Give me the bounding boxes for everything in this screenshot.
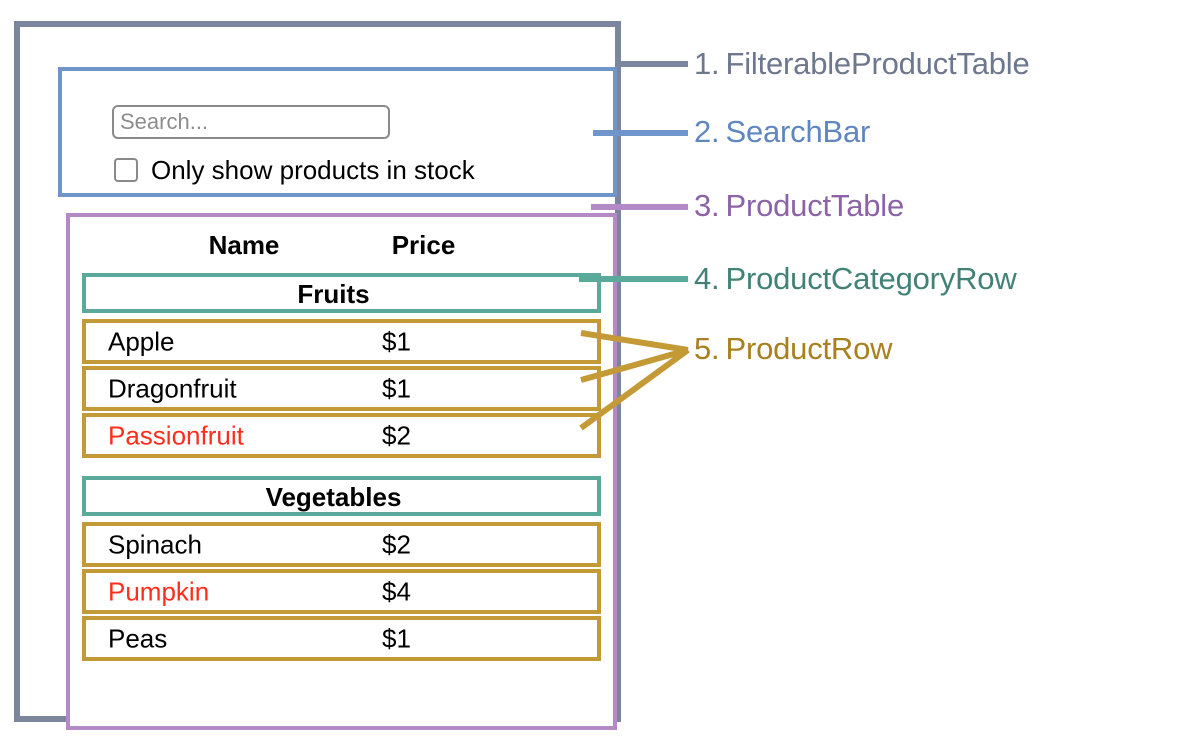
product-price-cell: $1 (382, 373, 411, 403)
legend-label-4: 4.ProductCategoryRow (694, 261, 1017, 297)
column-header-price: Price (391, 229, 456, 260)
product-name-cell: Dragonfruit (108, 373, 237, 403)
product-row: Pumpkin $4 (82, 569, 601, 614)
legend-number-4: 4. (694, 261, 720, 296)
legend-text-1: FilterableProductTable (725, 46, 1030, 81)
only-in-stock-checkbox[interactable] (114, 158, 138, 182)
product-row: Dragonfruit $1 (82, 366, 601, 411)
legend-label-1: 1.FilterableProductTable (694, 46, 1030, 82)
product-row: Passionfruit $2 (82, 413, 601, 458)
product-price-cell: $2 (382, 529, 411, 559)
product-row: Peas $1 (82, 616, 601, 661)
legend-text-3: ProductTable (725, 188, 905, 223)
product-table-header-row: Name Price (70, 225, 613, 265)
product-name-cell: Passionfruit (108, 420, 244, 450)
legend-text-5: ProductRow (725, 331, 893, 366)
group-spacer (82, 460, 601, 476)
product-category-row: Vegetables (82, 476, 601, 516)
column-header-name: Name (208, 229, 280, 260)
only-in-stock-label: Only show products in stock (151, 155, 475, 185)
product-price-cell: $1 (382, 623, 411, 653)
legend-number-5: 5. (694, 331, 720, 366)
in-stock-filter-row[interactable]: Only show products in stock (114, 157, 475, 183)
filterable-product-table-container: Only show products in stock Name Price F… (14, 21, 621, 730)
product-price-cell: $1 (382, 326, 411, 356)
product-name-cell: Peas (108, 623, 168, 653)
legend-label-5: 5.ProductRow (694, 331, 893, 367)
product-price-cell: $2 (382, 420, 411, 450)
search-bar-container: Only show products in stock (58, 67, 617, 197)
product-name-cell: Spinach (108, 529, 202, 559)
search-input[interactable] (112, 105, 390, 139)
product-name-cell: Apple (108, 326, 175, 356)
legend-number-1: 1. (694, 46, 720, 81)
product-price-cell: $4 (382, 576, 411, 606)
legend-text-2: SearchBar (725, 114, 871, 149)
legend-label-3: 3.ProductTable (694, 188, 904, 224)
product-category-label: Vegetables (265, 481, 402, 512)
product-row: Apple $1 (82, 319, 601, 364)
product-row: Spinach $2 (82, 522, 601, 567)
legend-number-2: 2. (694, 114, 720, 149)
legend-label-2: 2.SearchBar (694, 114, 870, 150)
product-category-row: Fruits (82, 273, 601, 313)
product-category-label: Fruits (297, 278, 370, 309)
legend-text-4: ProductCategoryRow (725, 261, 1017, 296)
product-name-cell: Pumpkin (108, 576, 210, 606)
legend-number-3: 3. (694, 188, 720, 223)
